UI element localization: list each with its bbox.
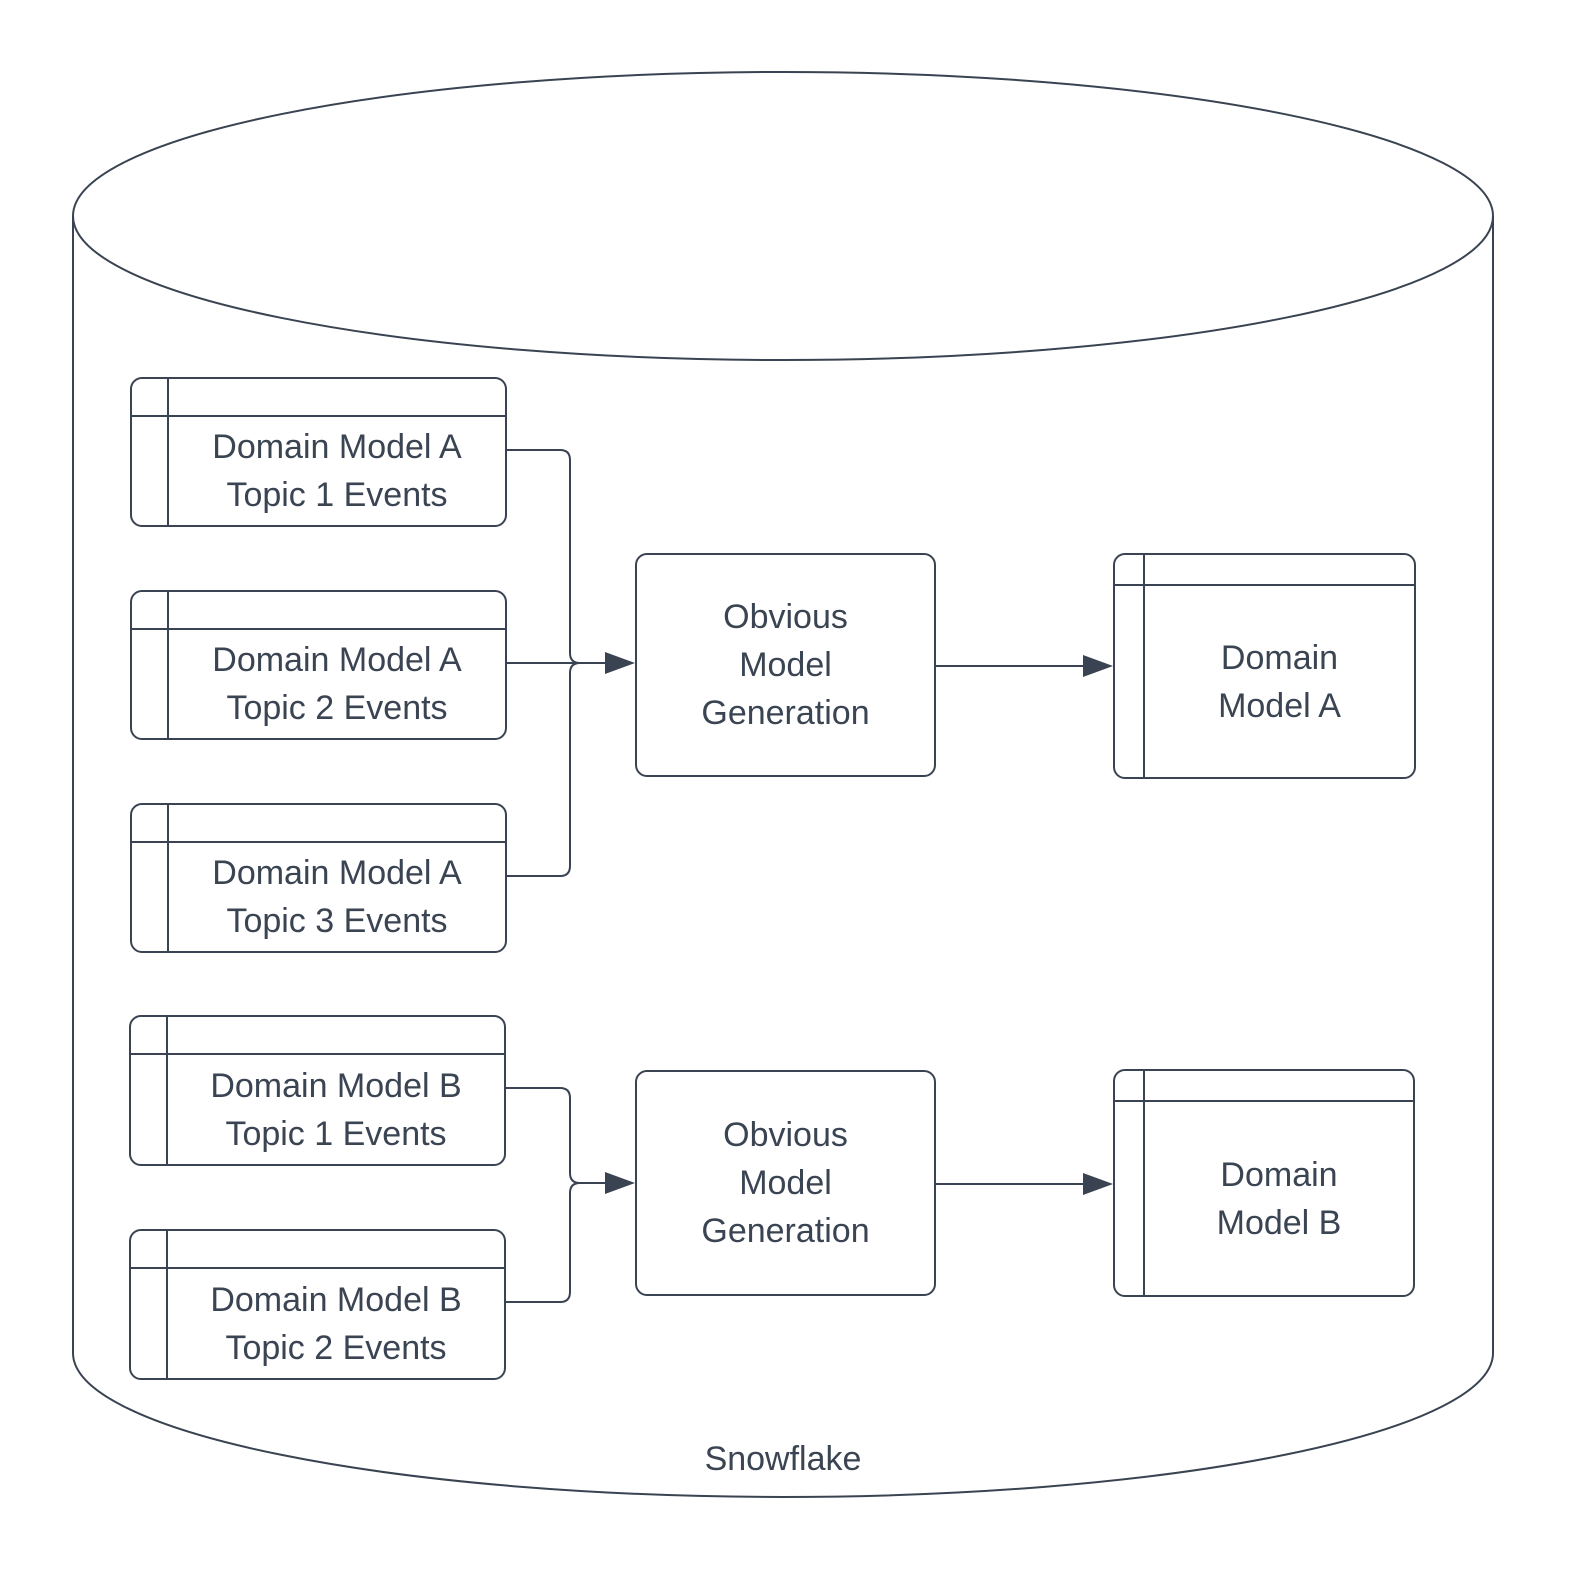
table-label-line2: Model A: [1218, 686, 1341, 725]
process-label-line1: Obvious: [723, 598, 848, 636]
table-domain-model-b-topic-1-events: Domain Model B Topic 1 Events: [129, 1015, 506, 1166]
snowflake-cylinder-top: [72, 71, 1494, 361]
table-domain-model-a-topic-3-events: Domain Model A Topic 3 Events: [130, 803, 507, 953]
table-header-band: [131, 1231, 504, 1269]
arrowhead-into-model-b: [1083, 1173, 1113, 1195]
table-domain-model-b: Domain Model B: [1113, 1069, 1415, 1297]
snowflake-label: Snowflake: [704, 1440, 862, 1478]
process-obvious-model-generation-b: Obvious Model Generation: [635, 1070, 936, 1296]
snowflake-cylinder-body: [72, 216, 1494, 1498]
arrowhead-into-generation-a: [605, 652, 635, 674]
table-label: Domain Model B Topic 2 Events: [168, 1269, 504, 1378]
table-label-line1: Domain Model B: [210, 1280, 462, 1319]
table-label-line1: Domain Model B: [210, 1066, 462, 1105]
table-label-line1: Domain: [1220, 1155, 1338, 1194]
arrowhead-into-generation-b: [605, 1172, 635, 1194]
connector-a-topic1-to-generation: [507, 449, 616, 664]
table-label: Domain Model A Topic 3 Events: [169, 843, 505, 951]
table-label: Domain Model A Topic 2 Events: [169, 630, 505, 738]
table-label: Domain Model A Topic 1 Events: [169, 417, 505, 525]
arrowhead-into-model-a: [1083, 655, 1113, 677]
table-header-band: [131, 1017, 504, 1055]
process-label-line1: Obvious: [723, 1116, 848, 1154]
table-left-column: [132, 379, 169, 525]
table-domain-model-a: Domain Model A: [1113, 553, 1416, 779]
process-label-line3: Generation: [701, 1212, 870, 1250]
table-header-band: [132, 805, 505, 843]
table-label: Domain Model B Topic 1 Events: [168, 1055, 504, 1164]
table-label-line2: Topic 2 Events: [226, 689, 448, 727]
process-obvious-model-generation-a: Obvious Model Generation: [635, 553, 936, 777]
table-label-line2: Topic 1 Events: [226, 476, 448, 514]
table-label-line1: Domain Model A: [212, 428, 462, 466]
table-domain-model-a-topic-2-events: Domain Model A Topic 2 Events: [130, 590, 507, 740]
table-header-band: [1115, 1071, 1413, 1102]
process-label-line3: Generation: [701, 694, 870, 732]
table-label-line2: Topic 1 Events: [225, 1114, 447, 1153]
table-left-column: [1115, 1071, 1145, 1295]
table-header-band: [132, 379, 505, 417]
table-label-line2: Model B: [1216, 1203, 1342, 1242]
table-left-column: [131, 1231, 168, 1378]
table-left-column: [132, 805, 169, 951]
process-label-line2: Model: [739, 1164, 832, 1202]
table-label-line1: Domain: [1220, 638, 1339, 677]
table-label: Domain Model A: [1145, 586, 1414, 777]
table-header-band: [1115, 555, 1414, 586]
table-label-line1: Domain Model A: [212, 854, 462, 892]
table-left-column: [132, 592, 169, 738]
connector-b-topic2-to-generation: [505, 1182, 616, 1303]
table-header-band: [132, 592, 505, 630]
table-label-line2: Topic 3 Events: [226, 902, 448, 940]
table-left-column: [1115, 555, 1145, 777]
table-domain-model-a-topic-1-events: Domain Model A Topic 1 Events: [130, 377, 507, 527]
process-label-line2: Model: [739, 646, 832, 684]
table-label: Domain Model B: [1145, 1102, 1413, 1295]
connector-b-topic1-to-generation: [505, 1087, 616, 1184]
table-label-line2: Topic 2 Events: [225, 1328, 447, 1367]
table-left-column: [131, 1017, 168, 1164]
table-domain-model-b-topic-2-events: Domain Model B Topic 2 Events: [129, 1229, 506, 1380]
table-label-line1: Domain Model A: [212, 641, 462, 679]
connector-a-topic3-to-generation: [507, 662, 616, 877]
